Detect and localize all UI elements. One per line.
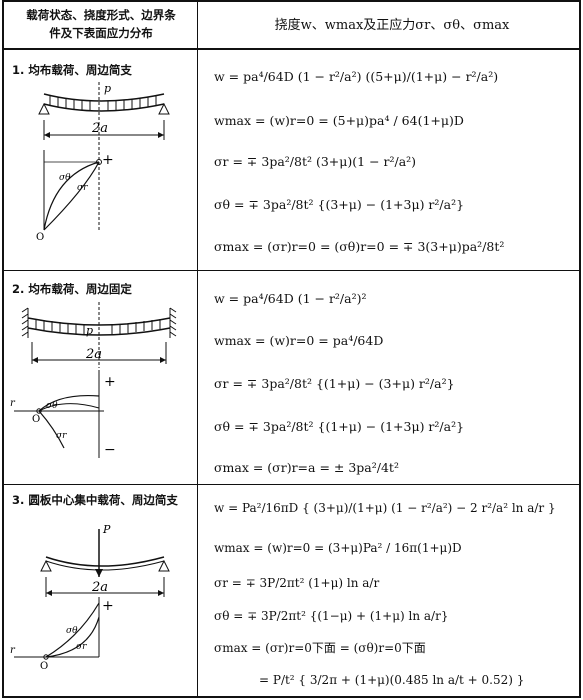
case3-eq-sigma-r: σr = ∓ 3P/2πt² (1+μ) ln a/r	[214, 576, 380, 590]
sigma-r-label: σr	[77, 183, 88, 193]
case3-title: 3. 圆板中心集中载荷、周边简支	[12, 493, 178, 507]
plate-deflection	[45, 556, 165, 567]
span-label: 2a	[85, 347, 102, 362]
case2-diagram: p 2a r + − O σθ σr	[10, 302, 177, 458]
sigma-theta-curve	[45, 602, 100, 658]
case2-title: 2. 均布载荷、周边固定	[12, 282, 132, 296]
header-left-line1: 载荷状态、挠度形式、边界条	[26, 8, 176, 22]
case1-eq-w: w = pa⁴/64D (1 − r²/a²) ((5+μ)/(1+μ) − r…	[214, 69, 499, 84]
case2-eq-sigma-t: σθ = ∓ 3pa²/8t² {(1+μ) − (1+3μ) r²/a²}	[214, 419, 465, 434]
origin-label: O	[36, 232, 44, 243]
plus-sign: +	[102, 598, 114, 614]
row-divider	[4, 270, 579, 271]
sigma-theta-label: σθ	[59, 173, 71, 183]
case3-eq-sigma-t: σθ = ∓ 3P/2πt² {(1−μ) + (1+μ) ln a/r}	[214, 609, 449, 623]
row-divider	[4, 484, 579, 485]
case2-eq-sigma-max: σmax = (σr)r=a = ± 3pa²/4t²	[214, 460, 399, 475]
case2-eq-sigma-r: σr = ∓ 3pa²/8t² {(1+μ) − (3+μ) r²/a²}	[214, 376, 455, 391]
plus-sign: +	[102, 152, 114, 168]
load-label: P	[102, 523, 111, 536]
load-label: p	[86, 324, 93, 337]
case3-diagram: P 2a r + O σθ σr	[10, 523, 170, 672]
column-divider	[197, 2, 198, 696]
sigma-theta-label: σθ	[46, 401, 58, 411]
pin-support-icon	[38, 102, 50, 115]
case1-eq-wmax: wmax = (w)r=0 = (5+μ)pa⁴ / 64(1+μ)D	[214, 113, 464, 128]
header-left: 载荷状态、挠度形式、边界条 件及下表面应力分布	[8, 6, 194, 42]
sigma-theta-curve	[43, 161, 100, 231]
pin-support-icon	[40, 559, 52, 572]
r-axis-label: r	[10, 645, 16, 656]
minus-sign: −	[104, 442, 116, 458]
origin-label: O	[40, 661, 48, 672]
case2-eq-wmax: wmax = (w)r=0 = pa⁴/64D	[214, 333, 384, 348]
case3-eq-sigma-max-value: = P/t² { 3/2π + (1+μ)(0.485 ln a/t + 0.5…	[259, 673, 525, 687]
case1-title: 1. 均布载荷、周边简支	[12, 63, 132, 77]
case2-eq-w: w = pa⁴/64D (1 − r²/a²)²	[214, 291, 367, 306]
case3-eq-sigma-max: σmax = (σr)r=0下面 = (σθ)r=0下面	[214, 641, 426, 655]
sigma-r-curve	[43, 161, 100, 231]
pin-support-icon	[158, 102, 170, 115]
span-label: 2a	[91, 121, 108, 136]
sigma-theta-curve	[38, 394, 100, 412]
span-label: 2a	[91, 580, 108, 595]
fixed-support-icon	[21, 307, 29, 338]
sigma-theta-label: σθ	[66, 626, 78, 636]
pin-support-icon	[158, 559, 170, 572]
sigma-r-curve	[38, 410, 65, 449]
case1-eq-sigma-max: σmax = (σr)r=0 = (σθ)r=0 = ∓ 3(3+μ)pa²/8…	[214, 239, 505, 254]
r-axis-label: r	[10, 398, 16, 409]
origin-label: O	[32, 414, 40, 425]
load-label: p	[104, 82, 111, 95]
case3-eq-w: w = Pa²/16πD { (3+μ)/(1+μ) (1 − r²/a²) −…	[214, 501, 556, 515]
case1-eq-sigma-t: σθ = ∓ 3pa²/8t² {(3+μ) − (1+3μ) r²/a²}	[214, 197, 465, 212]
fixed-support-icon	[169, 307, 177, 338]
case1-eq-sigma-r: σr = ∓ 3pa²/8t² (3+μ)(1 − r²/a²)	[214, 154, 417, 169]
plus-sign: +	[104, 374, 116, 390]
sigma-r-label: σr	[76, 642, 87, 652]
case3-eq-wmax: wmax = (w)r=0 = (3+μ)Pa² / 16π(1+μ)D	[214, 541, 462, 555]
header-right: 挠度w、wmax及正应力σr、σθ、σmax	[274, 18, 510, 33]
case1-diagram: p 2a + σθ σr O	[36, 82, 170, 243]
sigma-r-curve	[45, 616, 100, 658]
uniform-load-icon	[43, 93, 165, 112]
sigma-r-label: σr	[56, 431, 67, 441]
header-left-line2: 件及下表面应力分布	[49, 26, 153, 40]
header-divider	[4, 48, 579, 50]
